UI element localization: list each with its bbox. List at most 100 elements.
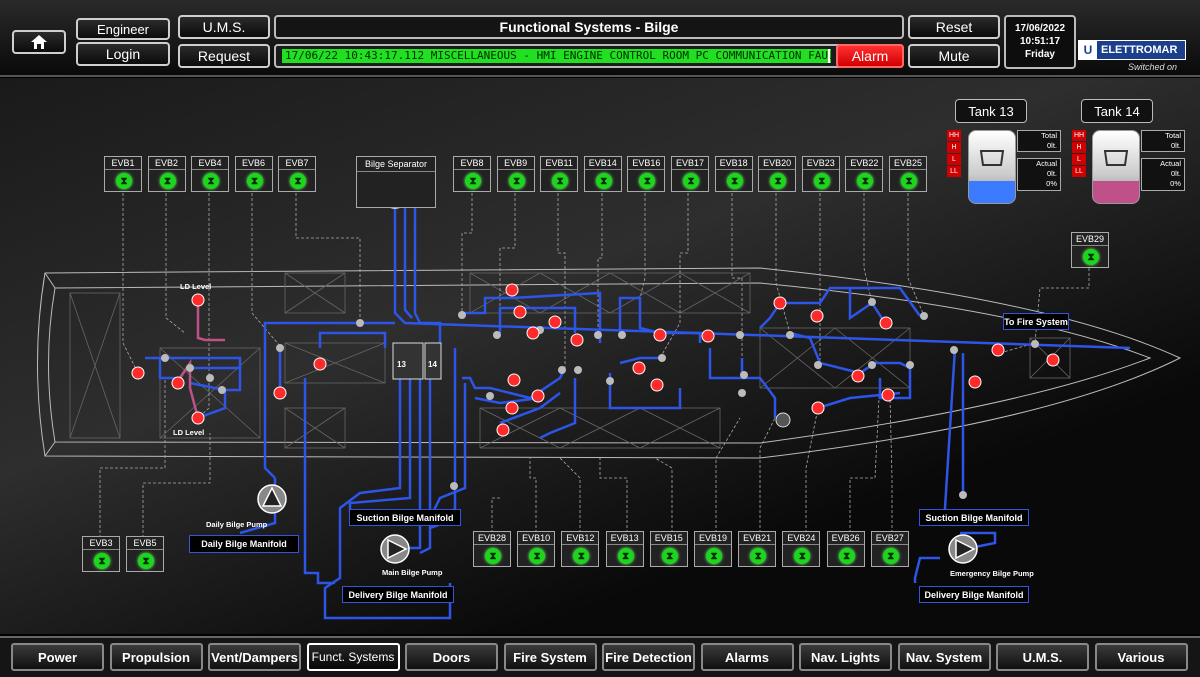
logo-icon: U — [1079, 41, 1097, 59]
valve-label: EVB25 — [890, 157, 926, 170]
nav-vent-dampers[interactable]: Vent/Dampers — [208, 643, 301, 671]
valve-evb1[interactable]: EVB1⧗ — [104, 156, 142, 192]
valve-evb24[interactable]: EVB24⧗ — [782, 531, 821, 567]
valve-open-icon: ⧗ — [794, 548, 811, 564]
valve-evb10[interactable]: EVB10 ⧗ — [517, 531, 556, 567]
valve-evb3[interactable]: EVB3⧗ — [82, 536, 120, 572]
schematic-drawing — [37, 163, 1182, 620]
valve-evb18[interactable]: EVB18⧗ — [714, 156, 753, 192]
valve-open-icon: ⧗ — [508, 173, 525, 189]
valve-evb19[interactable]: EVB19⧗ — [694, 531, 732, 567]
valve-evb17[interactable]: EVB17⧗ — [671, 156, 709, 192]
tank14-fill — [1093, 181, 1139, 203]
suction-bilge-manifold-2[interactable]: Suction Bilge Manifold — [919, 509, 1029, 526]
ums-button[interactable]: U.M.S. — [178, 15, 270, 39]
valve-open-icon: ⧗ — [529, 548, 546, 564]
delivery-bilge-manifold-1[interactable]: Delivery Bilge Manifold — [342, 586, 454, 603]
nav-u-m-s[interactable]: U.M.S. — [996, 643, 1089, 671]
suction-bilge-manifold-1[interactable]: Suction Bilge Manifold — [349, 509, 461, 526]
valve-label: EVB21 — [739, 532, 776, 545]
valve-label: EVB10 — [518, 532, 555, 545]
mute-button[interactable]: Mute — [908, 44, 1000, 68]
valve-label: EVB14 — [584, 157, 621, 170]
nav-funct-systems[interactable]: Funct. Systems — [306, 643, 400, 671]
alarm-sensors — [131, 283, 1060, 437]
valve-evb5[interactable]: EVB5⧗ — [126, 536, 164, 572]
valve-label: EVB2 — [148, 157, 185, 170]
valve-evb14[interactable]: EVB14⧗ — [583, 156, 622, 192]
valve-evb12[interactable]: EVB12⧗ — [561, 531, 600, 567]
valve-evb9[interactable]: EVB9 ⧗ — [496, 156, 535, 192]
alarm-message-bar[interactable]: 17/06/22 10:43:17.112 MISCELLANEOUS - HM… — [274, 44, 904, 68]
daily-bilge-manifold[interactable]: Daily Bilge Manifold — [189, 535, 299, 553]
nav-doors[interactable]: Doors — [405, 643, 498, 671]
valve-open-icon: ⧗ — [661, 548, 678, 564]
page-title: Functional Systems - Bilge — [274, 15, 904, 39]
valve-evb26[interactable]: EVB26⧗ — [826, 531, 865, 567]
valve-evb20[interactable]: EVB20⧗ — [758, 156, 797, 192]
valve-evb22[interactable]: EVB22⧗ — [845, 156, 884, 192]
valve-open-icon: ⧗ — [770, 173, 787, 189]
valve-evb2[interactable]: EVB2⧗ — [147, 156, 186, 192]
request-button[interactable]: Request — [178, 44, 270, 68]
nav-propulsion[interactable]: Propulsion — [109, 643, 203, 671]
nav-nav-system[interactable]: Nav. System — [897, 643, 991, 671]
valve-label: EVB6 — [235, 157, 272, 170]
nav-nav-lights[interactable]: Nav. Lights — [799, 643, 892, 671]
brand-name: ELETTROMAR — [1101, 44, 1178, 56]
tank14-actual: Actual 0lt. 0% — [1141, 158, 1185, 191]
valve-evb28[interactable]: EVB28⧗ — [473, 531, 511, 567]
nav-fire-detection[interactable]: Fire Detection — [602, 643, 695, 671]
valve-evb27[interactable]: EVB27⧗ — [870, 531, 909, 567]
valve-open-icon: ⧗ — [639, 173, 656, 189]
pumps — [257, 181, 978, 564]
valve-evb11[interactable]: EVB11⧗ — [540, 156, 579, 192]
brand-tagline: Switched on — [1128, 62, 1178, 72]
valve-evb13[interactable]: EVB13⧗ — [605, 531, 644, 567]
level-sensor-pipes — [178, 303, 225, 419]
valve-evb29[interactable]: EVB29 ⧗ — [1071, 232, 1109, 268]
brand-logo: U ELETTROMAR — [1078, 40, 1186, 60]
valve-open-icon: ⧗ — [203, 173, 219, 189]
login-button[interactable]: Login — [76, 42, 170, 66]
reset-button[interactable]: Reset — [908, 15, 1000, 39]
ld-level-top: LD Level — [180, 282, 212, 291]
valve-label: EVB9 — [497, 157, 534, 170]
valve-evb7[interactable]: EVB7⧗ — [278, 156, 316, 192]
nav-fire-system[interactable]: Fire System — [503, 643, 597, 671]
valve-label: EVB16 — [628, 157, 665, 170]
home-icon — [31, 35, 47, 49]
alarm-message-text: 17/06/22 10:43:17.112 MISCELLANEOUS - HM… — [282, 49, 831, 63]
valve-open-icon: ⧗ — [617, 548, 634, 564]
delivery-bilge-manifold-2[interactable]: Delivery Bilge Manifold — [919, 586, 1029, 603]
tank14-total-value: 0lt. — [1170, 141, 1181, 150]
nav-power[interactable]: Power — [11, 643, 104, 671]
home-button[interactable] — [12, 30, 66, 54]
nav-various[interactable]: Various — [1094, 643, 1188, 671]
bilge-separator[interactable]: Bilge Separator — [356, 156, 436, 208]
alarm-button[interactable]: Alarm — [836, 44, 904, 68]
valve-evb25[interactable]: EVB25⧗ — [889, 156, 927, 192]
valve-open-icon: ⧗ — [138, 553, 154, 569]
tank13-fill — [969, 181, 1015, 203]
tank13-level-l: L — [947, 154, 961, 165]
valve-open-icon: ⧗ — [552, 173, 569, 189]
valve-evb21[interactable]: EVB21⧗ — [738, 531, 777, 567]
compartments — [69, 272, 1071, 449]
valve-open-icon: ⧗ — [838, 548, 855, 564]
to-fire-system[interactable]: To Fire System — [1003, 313, 1069, 330]
nav-alarms[interactable]: Alarms — [700, 643, 794, 671]
valve-evb4[interactable]: EVB4⧗ — [191, 156, 229, 192]
valve-evb6[interactable]: EVB6⧗ — [234, 156, 273, 192]
valve-evb16[interactable]: EVB16 ⧗ — [627, 156, 666, 192]
tank14-level-l: L — [1072, 154, 1086, 165]
date-text: 17/06/2022 — [1014, 23, 1066, 34]
tanks-13-14 — [392, 342, 442, 380]
valve-evb15[interactable]: EVB15⧗ — [649, 531, 688, 567]
tank13-title: Tank 13 — [955, 99, 1027, 123]
valve-evb23[interactable]: EVB23⧗ — [801, 156, 840, 192]
daily-bilge-pump-label: Daily Bilge Pump — [206, 520, 268, 529]
valve-evb8[interactable]: EVB8⧗ — [453, 156, 491, 192]
tank-14-label: 14 — [428, 360, 437, 369]
